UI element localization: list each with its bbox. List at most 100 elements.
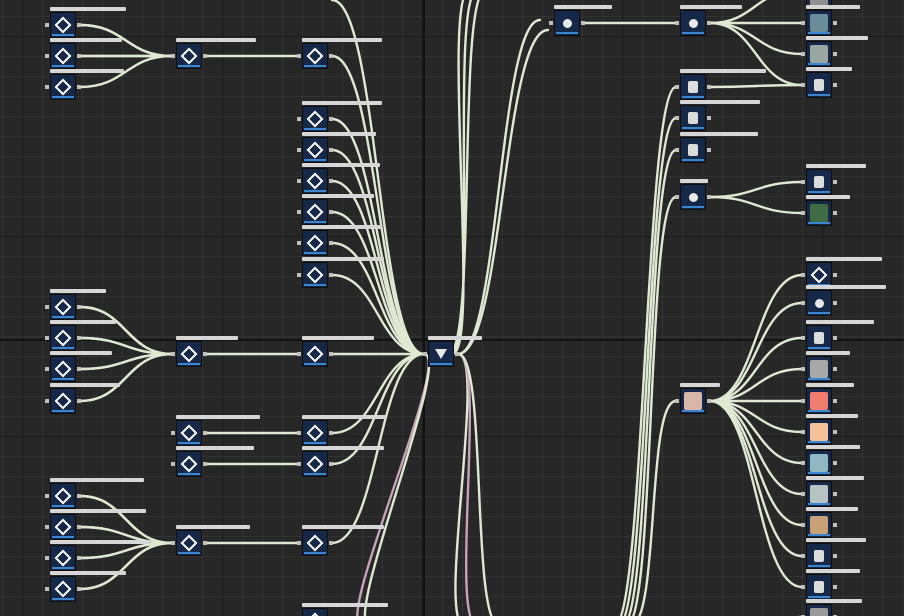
input-pin[interactable]	[675, 116, 679, 120]
output-pin[interactable]	[329, 54, 333, 58]
node-n4[interactable]	[675, 132, 758, 163]
output-pin[interactable]	[707, 195, 711, 199]
output-pin[interactable]	[329, 431, 333, 435]
input-pin[interactable]	[171, 541, 175, 545]
node-title-bar[interactable]	[176, 336, 238, 340]
node-hub[interactable]	[423, 336, 482, 367]
node-o16[interactable]	[801, 538, 866, 569]
input-pin[interactable]	[297, 431, 301, 435]
node-title-bar[interactable]	[806, 320, 874, 324]
node-n2[interactable]	[675, 69, 766, 100]
input-pin[interactable]	[801, 83, 805, 87]
node-title-bar[interactable]	[302, 603, 388, 607]
node-o6[interactable]	[801, 164, 866, 195]
input-pin[interactable]	[171, 431, 175, 435]
node-j4[interactable]	[45, 571, 126, 602]
input-pin[interactable]	[801, 430, 805, 434]
node-title-bar[interactable]	[50, 7, 126, 11]
output-pin[interactable]	[77, 587, 81, 591]
node-title-bar[interactable]	[806, 195, 850, 199]
output-pin[interactable]	[77, 494, 81, 498]
input-pin[interactable]	[45, 54, 49, 58]
node-title-bar[interactable]	[554, 5, 612, 9]
output-pin[interactable]	[833, 301, 837, 305]
node-title-bar[interactable]	[680, 100, 760, 104]
node-d6[interactable]	[297, 257, 384, 288]
node-title-bar[interactable]	[680, 69, 766, 73]
node-title-bar[interactable]	[50, 540, 150, 544]
input-pin[interactable]	[171, 352, 175, 356]
output-pin[interactable]	[329, 179, 333, 183]
node-e1[interactable]	[45, 289, 106, 320]
input-pin[interactable]	[297, 241, 301, 245]
node-o17[interactable]	[801, 569, 860, 600]
node-j3[interactable]	[45, 540, 150, 571]
output-pin[interactable]	[833, 523, 837, 527]
output-pin[interactable]	[329, 462, 333, 466]
output-pin[interactable]	[77, 399, 81, 403]
node-title-bar[interactable]	[680, 5, 742, 9]
node-d3[interactable]	[297, 163, 380, 194]
output-pin[interactable]	[203, 352, 207, 356]
input-pin[interactable]	[297, 117, 301, 121]
output-pin[interactable]	[833, 461, 837, 465]
output-pin[interactable]	[707, 85, 711, 89]
node-title-bar[interactable]	[176, 446, 254, 450]
node-title-bar[interactable]	[302, 101, 382, 105]
node-n1[interactable]	[675, 5, 742, 36]
node-o9[interactable]	[801, 320, 874, 351]
node-title-bar[interactable]	[50, 320, 116, 324]
input-pin[interactable]	[801, 336, 805, 340]
input-pin[interactable]	[801, 21, 805, 25]
output-pin[interactable]	[833, 554, 837, 558]
input-pin[interactable]	[423, 352, 427, 356]
node-title-bar[interactable]	[302, 336, 374, 340]
node-g1[interactable]	[297, 336, 374, 367]
node-o12[interactable]	[801, 414, 858, 445]
node-o18[interactable]	[801, 599, 862, 616]
input-pin[interactable]	[45, 587, 49, 591]
output-pin[interactable]	[833, 430, 837, 434]
node-h1[interactable]	[171, 415, 260, 446]
node-d4[interactable]	[297, 194, 374, 225]
node-o13[interactable]	[801, 445, 860, 476]
input-pin[interactable]	[801, 52, 805, 56]
output-pin[interactable]	[833, 273, 837, 277]
node-title-bar[interactable]	[806, 445, 860, 449]
node-title-bar[interactable]	[50, 478, 144, 482]
node-o2[interactable]	[801, 5, 860, 36]
node-o11[interactable]	[801, 383, 854, 414]
node-title-bar[interactable]	[176, 415, 260, 419]
output-pin[interactable]	[707, 148, 711, 152]
input-pin[interactable]	[297, 179, 301, 183]
output-pin[interactable]	[707, 399, 711, 403]
node-title-bar[interactable]	[806, 164, 866, 168]
node-title-bar[interactable]	[302, 525, 384, 529]
output-pin[interactable]	[707, 21, 711, 25]
output-pin[interactable]	[833, 585, 837, 589]
node-e3[interactable]	[45, 351, 112, 382]
node-title-bar[interactable]	[176, 38, 256, 42]
output-pin[interactable]	[77, 305, 81, 309]
output-pin[interactable]	[329, 210, 333, 214]
node-title-bar[interactable]	[50, 509, 146, 513]
node-title-bar[interactable]	[806, 67, 852, 71]
input-pin[interactable]	[675, 85, 679, 89]
node-o3[interactable]	[801, 36, 868, 67]
node-a1[interactable]	[45, 7, 126, 38]
output-pin[interactable]	[329, 117, 333, 121]
output-pin[interactable]	[329, 148, 333, 152]
node-title-bar[interactable]	[806, 5, 860, 9]
output-pin[interactable]	[77, 556, 81, 560]
input-pin[interactable]	[675, 21, 679, 25]
node-o10[interactable]	[801, 351, 850, 382]
node-title-bar[interactable]	[302, 163, 380, 167]
node-a2[interactable]	[45, 38, 122, 69]
node-o14[interactable]	[801, 476, 864, 507]
node-n6[interactable]	[675, 383, 720, 414]
node-title-bar[interactable]	[806, 257, 882, 261]
input-pin[interactable]	[801, 585, 805, 589]
node-d2[interactable]	[297, 132, 376, 163]
output-pin[interactable]	[833, 492, 837, 496]
